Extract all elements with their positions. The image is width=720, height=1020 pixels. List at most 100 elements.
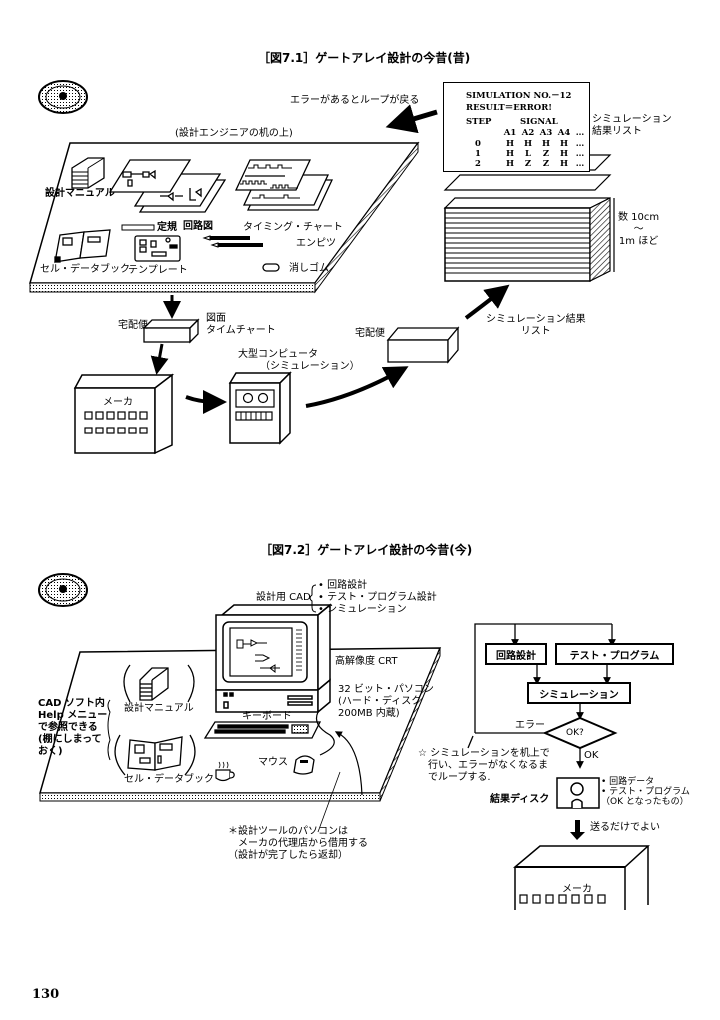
rental-pointer-arrow xyxy=(334,731,363,796)
cad-function-item: • 回路設計 xyxy=(318,580,368,591)
help-note-line: (棚にしまって xyxy=(38,734,102,745)
pencil-icon xyxy=(202,235,263,248)
sim-step: 1 xyxy=(475,149,481,159)
flow-circuit-design: 回路設計 xyxy=(485,643,547,665)
sim-col: A2 xyxy=(521,128,535,138)
circuit-diagram-sheets xyxy=(108,159,227,213)
sim-col: A4 xyxy=(557,128,571,138)
keyboard-label: キーボード xyxy=(242,711,292,722)
arrow-to-mainframe xyxy=(185,389,227,414)
courier1-contents: 図面 タイムチャート xyxy=(206,313,276,337)
label-cell-databook: セル・データブック xyxy=(40,264,130,275)
pc-unit-icon xyxy=(215,678,331,714)
crt-monitor-icon xyxy=(215,603,333,692)
databook-label-2: セル・データブック xyxy=(124,774,214,785)
rental-note-line: メーカの代理店から借用する xyxy=(228,838,368,849)
crt-label: 高解像度 CRT xyxy=(335,656,398,667)
label-circuit-diagram: 回路図 xyxy=(183,221,213,232)
sim-line2: RESULT＝ERROR! xyxy=(466,103,553,113)
result-list-label: シミュレーション 結果リスト xyxy=(592,114,672,138)
sim-value: H xyxy=(523,139,533,149)
result-list-line: シミュレーション xyxy=(592,114,672,125)
sim-step-header: STEP xyxy=(466,117,492,127)
result-disk-label: 結果ディスク xyxy=(490,794,550,805)
cad-function-item: • テスト・プログラム設計 xyxy=(318,592,437,603)
stack-height-line: 〜 xyxy=(633,224,644,235)
sim-value: H xyxy=(541,139,551,149)
label-eraser: 消しゴム xyxy=(289,263,329,274)
maker-label-old: メーカ xyxy=(103,397,133,408)
result-list-line: 結果リスト xyxy=(592,126,642,137)
help-note-line: Help メニュー xyxy=(38,710,108,721)
page-number: 130 xyxy=(32,987,60,1002)
courier1-content-line: タイムチャート xyxy=(206,325,276,336)
courier1-content-line: 図面 xyxy=(206,313,226,324)
rental-note-line: ＊設計ツールのパソコンは xyxy=(228,826,348,837)
flow-error-label: エラー xyxy=(515,720,545,731)
return-list-line: リスト xyxy=(520,326,551,337)
send-note: 送るだけでよい xyxy=(590,822,660,833)
flow-decision-label: OK? xyxy=(566,728,584,738)
rental-note: ＊設計ツールのパソコンは メーカの代理店から借用する （設計が完了したら返却） xyxy=(228,826,368,862)
arrow-to-stack xyxy=(464,284,510,320)
sim-value: H xyxy=(559,159,569,169)
keyboard-icon xyxy=(203,721,322,739)
sim-value: … xyxy=(575,149,585,159)
return-list-label: シミュレーション結果 リスト xyxy=(486,314,586,338)
cad-brace xyxy=(309,584,317,613)
help-note-line: おく) xyxy=(38,746,63,757)
decision-diamond xyxy=(542,716,618,750)
help-brace xyxy=(107,699,111,761)
courier-box-2 xyxy=(386,326,460,364)
design-manual-icon xyxy=(71,157,105,189)
maker-building-old xyxy=(73,373,175,455)
stack-height-line: 数 10cm xyxy=(618,212,660,223)
cad-function-item: • シミュレーション xyxy=(318,604,407,615)
cell-databook-icon-2 xyxy=(114,734,196,776)
sim-col: … xyxy=(575,128,585,138)
sim-signal-header: SIGNAL xyxy=(520,117,558,127)
arrow-to-courier2 xyxy=(305,366,409,408)
figure1-title: ［図7.1］ゲートアレイ設計の今昔(昔) xyxy=(258,51,471,65)
loop-note-line: でループする. xyxy=(418,772,491,783)
flow-ok-label: OK xyxy=(584,750,599,761)
help-note-line: CAD ソフト内 xyxy=(38,698,105,709)
maker-label-new: メーカ xyxy=(562,884,592,895)
arrow-down-2 xyxy=(150,343,169,375)
stack-height-label: 数 10cm 〜 1m ほど xyxy=(618,212,659,248)
maker-building-new xyxy=(512,845,650,910)
loop-note-line: 行い、エラーがなくなるま xyxy=(418,760,548,771)
flowchart-connectors xyxy=(467,623,616,769)
cad-functions: • 回路設計 • テスト・プログラム設計 • シミュレーション xyxy=(318,580,437,616)
disk-content-line: • 回路データ xyxy=(601,777,655,787)
label-design-manual: 設計マニュアル xyxy=(45,188,115,199)
sim-step: 0 xyxy=(475,139,481,149)
sim-line1: SIMULATION NO.－12 xyxy=(466,91,572,101)
sim-value: H xyxy=(505,159,515,169)
mouse-icon xyxy=(293,755,315,775)
disk-content-line: • テスト・プログラム xyxy=(601,787,690,797)
mainframe-computer-icon xyxy=(228,371,292,445)
tape-reel-icon-2 xyxy=(38,573,88,607)
courier-box-1 xyxy=(142,318,200,344)
sim-value: H xyxy=(559,139,569,149)
manual-label-2: 設計マニュアル xyxy=(124,703,194,714)
sim-value: Z xyxy=(542,149,550,159)
sim-col: A1 xyxy=(503,128,517,138)
rental-note-leader xyxy=(317,771,341,833)
flow-test-program: テスト・プログラム xyxy=(555,643,674,665)
sim-value: Z xyxy=(542,159,550,169)
mainframe-line: （シミュレーション） xyxy=(260,361,360,372)
pc-line: 32 ビット・パソコン xyxy=(338,684,434,695)
loop-note-line: ☆ シミュレーションを机上で xyxy=(418,748,550,759)
desk-caption: (設計エンジニアの机の上) xyxy=(175,128,293,139)
mainframe-label: 大型コンピュータ （シミュレーション） xyxy=(238,349,360,373)
coffee-cup-icon xyxy=(215,761,235,782)
pc-label: 32 ビット・パソコン (ハード・ディスク 200MB 内蔵) xyxy=(338,684,434,720)
send-arrow xyxy=(575,820,580,834)
mainframe-line: 大型コンピュータ xyxy=(238,349,318,360)
pc-line: (ハード・ディスク xyxy=(338,696,422,707)
label-timing-chart: タイミング・チャート xyxy=(243,222,343,233)
return-list-line: シミュレーション結果 xyxy=(486,314,586,325)
